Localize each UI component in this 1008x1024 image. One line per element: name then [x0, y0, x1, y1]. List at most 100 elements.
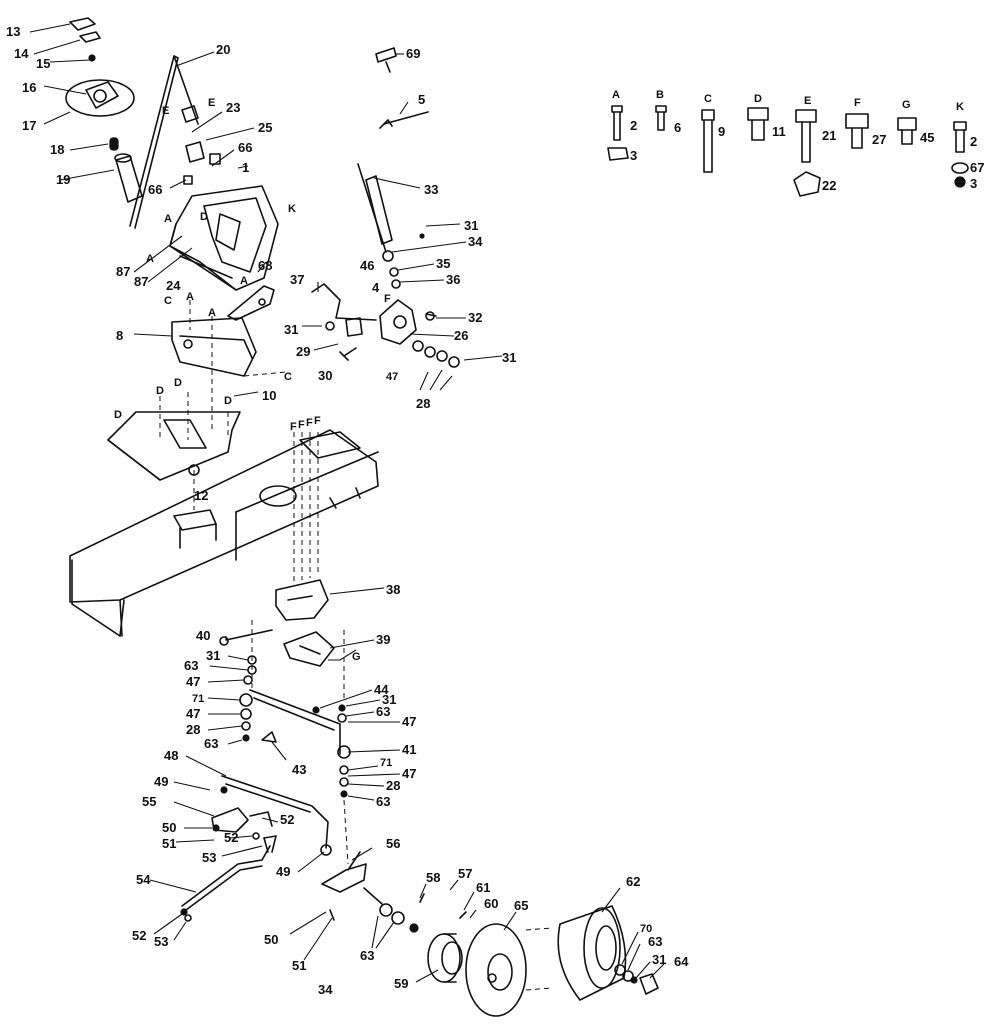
callout-46: 46 — [360, 258, 374, 273]
callout-50-b: 50 — [264, 932, 278, 947]
callout-36: 36 — [446, 272, 460, 287]
letter-k-1: K — [288, 203, 296, 215]
hardware-letter-f: F — [854, 97, 861, 109]
callout-28-c: 28 — [386, 778, 400, 793]
callout-50-a: 50 — [162, 820, 176, 835]
callout-68: 68 — [258, 258, 272, 273]
letter-e-2: E — [208, 97, 215, 109]
tie-rod-part — [220, 775, 332, 856]
wheel-washers-part — [379, 893, 467, 933]
axle-bracket-part — [275, 579, 329, 621]
callout-35: 35 — [436, 256, 450, 271]
letter-d-2: D — [156, 385, 164, 397]
hardware-part-a: 2 — [630, 118, 637, 133]
letter-f-3: F — [306, 417, 313, 429]
callout-43: 43 — [292, 762, 306, 777]
steering-wheel-part — [65, 79, 135, 117]
callout-63-e: 63 — [360, 948, 374, 963]
frame-part — [69, 429, 379, 637]
callout-41: 41 — [402, 742, 416, 757]
letter-labels: E E K D A A A C A A C D D D D F F F F G … — [114, 97, 391, 663]
callout-71-b: 71 — [380, 757, 392, 769]
hardware-d — [747, 107, 769, 141]
letter-f-5: F — [384, 293, 391, 305]
letter-d-4: D — [224, 395, 232, 407]
callout-52-c: 52 — [132, 928, 146, 943]
leader-lines — [29, 23, 665, 983]
callout-51-a: 51 — [162, 836, 176, 851]
letter-a-5: A — [208, 307, 216, 319]
tire-part — [557, 905, 627, 1001]
letter-c-1: C — [164, 295, 172, 307]
callout-29: 29 — [296, 344, 310, 359]
callout-30: 30 — [318, 368, 332, 383]
callout-31-d: 31 — [206, 648, 220, 663]
callout-53-b: 53 — [154, 934, 168, 949]
hardware-letter-d: D — [754, 93, 762, 105]
callout-13: 13 — [6, 24, 20, 39]
callout-47-b: 47 — [186, 674, 200, 689]
hardware-extra-k-2: 3 — [970, 176, 977, 191]
hardware-key — [607, 105, 969, 197]
callout-31-f: 31 — [652, 952, 666, 967]
callout-47-e: 47 — [402, 766, 416, 781]
steering-shaft-part — [129, 55, 205, 229]
hardware-part-k: 2 — [970, 134, 977, 149]
callout-17: 17 — [22, 118, 36, 133]
hardware-k — [951, 121, 969, 188]
callout-28-a: 28 — [416, 396, 430, 411]
callout-14: 14 — [14, 46, 29, 61]
callout-28-b: 28 — [186, 722, 200, 737]
callout-8: 8 — [116, 328, 123, 343]
right-spindle-part — [321, 851, 383, 921]
callout-31-e: 31 — [382, 692, 396, 707]
gear-washers-part — [412, 340, 460, 368]
letter-a-2: A — [146, 253, 154, 265]
letter-a-4: A — [186, 291, 194, 303]
callout-63-f: 63 — [648, 934, 662, 949]
callout-66-b: 66 — [148, 182, 162, 197]
callout-24: 24 — [166, 278, 181, 293]
callout-47-a: 47 — [386, 371, 398, 383]
hardware-letter-b: B — [656, 89, 664, 101]
callout-33: 33 — [424, 182, 438, 197]
hardware-extra-k-1: 67 — [970, 160, 984, 175]
callout-61: 61 — [476, 880, 490, 895]
callout-65: 65 — [514, 898, 528, 913]
steering-cap-part — [69, 17, 101, 62]
hardware-labels: A 2 3 B 6 C 9 D 11 E 21 22 F 27 G 45 K 2… — [612, 89, 984, 193]
callout-63-d: 63 — [376, 794, 390, 809]
letter-f-1: F — [290, 421, 297, 433]
callout-26: 26 — [454, 328, 468, 343]
letter-d-3: D — [174, 377, 182, 389]
left-spindle-part — [211, 807, 273, 853]
callout-labels: 13 14 15 16 17 18 19 20 23 25 66 66 1 87… — [6, 24, 689, 997]
callout-87-b: 87 — [134, 274, 148, 289]
callout-31-c: 31 — [502, 350, 516, 365]
steering-column-cover-part — [114, 153, 143, 203]
steering-adapter-part — [109, 137, 119, 151]
hardware-letter-a: A — [612, 89, 620, 101]
callout-18: 18 — [50, 142, 64, 157]
callout-20: 20 — [216, 42, 230, 57]
callout-34-a: 34 — [468, 234, 483, 249]
callout-87-a: 87 — [116, 264, 130, 279]
rod-washer-part — [389, 233, 425, 289]
callout-63-c: 63 — [376, 704, 390, 719]
shift-pin-part — [375, 47, 397, 73]
letter-a-1: A — [164, 213, 172, 225]
support-bracket-part — [171, 317, 257, 377]
callout-31-b: 31 — [284, 322, 298, 337]
steering-rod-part — [357, 163, 394, 262]
callout-5: 5 — [418, 92, 425, 107]
callout-49-b: 49 — [276, 864, 290, 879]
callout-37: 37 — [290, 272, 304, 287]
drag-link-part — [239, 689, 351, 759]
callout-60: 60 — [484, 896, 498, 911]
dash-bracket-part — [227, 285, 275, 321]
callout-70: 70 — [640, 923, 652, 935]
callout-19: 19 — [56, 172, 70, 187]
hardware-a — [607, 105, 629, 161]
callout-52-a: 52 — [280, 812, 294, 827]
steering-gear-part — [325, 299, 437, 345]
